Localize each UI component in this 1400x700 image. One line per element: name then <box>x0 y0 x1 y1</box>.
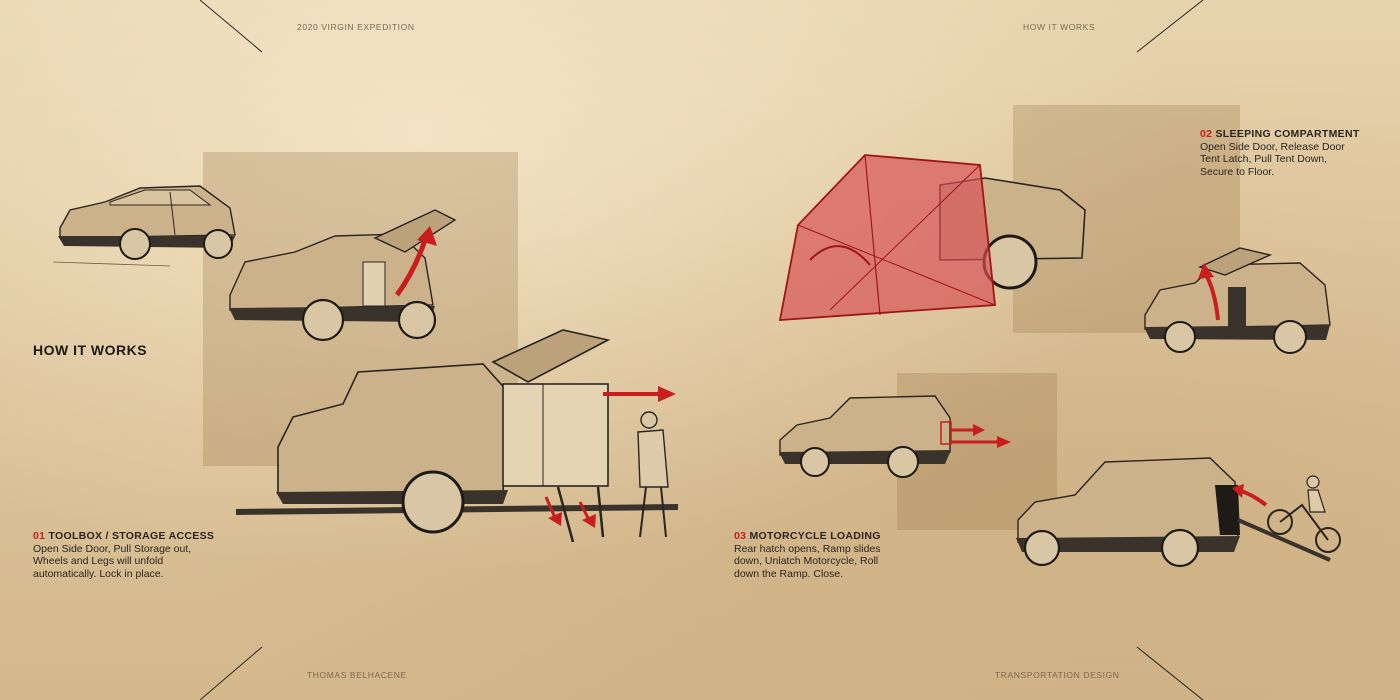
step-number: 03 <box>734 530 747 542</box>
page-title: HOW IT WORKS <box>33 342 148 358</box>
vehicle-sketch-rear-hatch <box>779 395 1011 478</box>
step-motorcycle-loading: 03 MOTORCYCLE LOADING Rear hatch opens, … <box>734 530 881 580</box>
footer-right: TRANSPORTATION DESIGN <box>995 670 1120 680</box>
step-title: MOTORCYCLE LOADING <box>749 530 881 542</box>
corner-mark-top-left <box>200 0 263 53</box>
step-line: down, Unlatch Motorcycle, Roll <box>734 555 879 567</box>
step-line: automatically. Lock in place. <box>33 567 164 580</box>
vehicle-sketch-side-view <box>52 185 236 267</box>
step-heading: 01 TOOLBOX / STORAGE ACCESS <box>33 530 214 543</box>
step-heading: 02 SLEEPING COMPARTMENT <box>1200 128 1360 141</box>
step-number: 01 <box>33 530 46 542</box>
header-right: HOW IT WORKS <box>1023 22 1096 32</box>
vehicle-sketch-sleeping-tent <box>778 154 1086 321</box>
corner-mark-bottom-left <box>200 646 263 700</box>
step-title: TOOLBOX / STORAGE ACCESS <box>48 530 215 542</box>
step-line: Wheels and Legs will unfold <box>33 555 164 567</box>
vehicle-sketch-side-door <box>1144 247 1331 354</box>
step-toolbox-storage: 01 TOOLBOX / STORAGE ACCESS Open Side Do… <box>33 530 214 580</box>
step-number: 02 <box>1200 128 1213 140</box>
step-line: Open Side Door, Pull Storage out, <box>33 542 192 555</box>
step-line: Rear hatch opens, Ramp slides <box>734 542 881 555</box>
step-line: Secure to Floor. <box>1200 165 1275 178</box>
step-line: down the Ramp. Close. <box>734 567 844 580</box>
step-sleeping-compartment: 02 SLEEPING COMPARTMENT Open Side Door, … <box>1200 128 1360 178</box>
vehicle-sketch-lid-open <box>229 209 457 342</box>
step-line: Tent Latch, Pull Tent Down, <box>1200 153 1328 165</box>
step-line: Open Side Door, Release Door <box>1200 140 1345 153</box>
vehicle-sketch-motorcycle-ramp <box>1016 457 1341 568</box>
corner-mark-top-right <box>1136 0 1204 53</box>
step-title: SLEEPING COMPARTMENT <box>1215 128 1360 140</box>
footer-left: THOMAS BELHACENE <box>307 670 407 680</box>
corner-mark-bottom-right <box>1136 646 1204 700</box>
step-heading: 03 MOTORCYCLE LOADING <box>734 530 881 543</box>
header-left: 2020 VIRGIN EXPEDITION <box>297 22 415 32</box>
vehicle-sketch-storage-access <box>235 329 679 543</box>
